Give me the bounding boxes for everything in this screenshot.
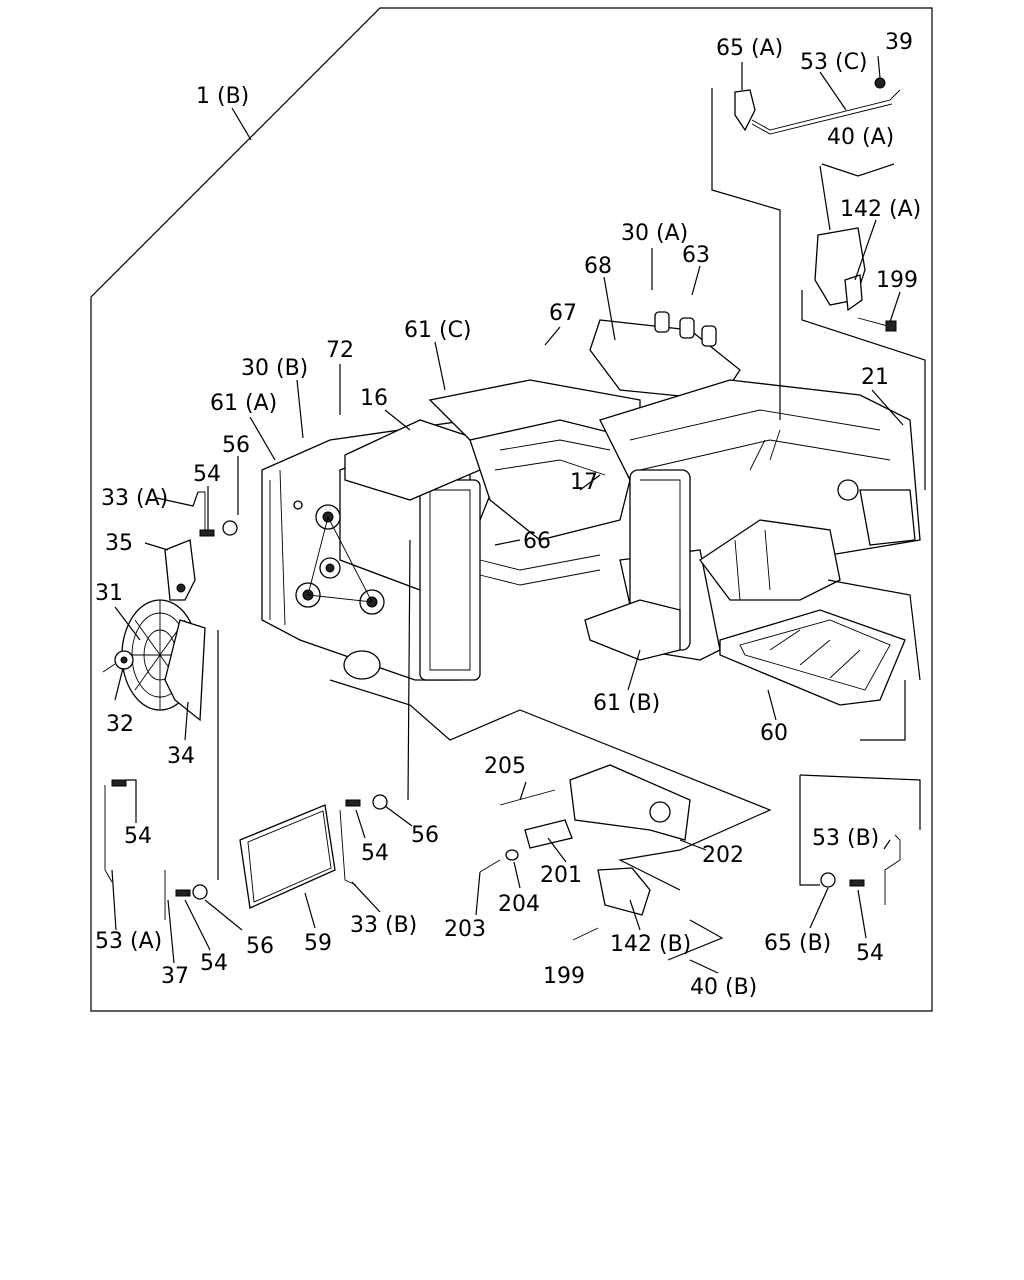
label-30b: 30 (B) xyxy=(241,356,308,381)
part-59-filter xyxy=(239,804,336,909)
label-54a: 54 xyxy=(193,462,221,487)
label-54e: 54 xyxy=(856,941,884,966)
label-31: 31 xyxy=(95,581,123,606)
label-68: 68 xyxy=(584,254,612,279)
label-66: 66 xyxy=(523,529,551,554)
label-142a: 142 (A) xyxy=(840,197,921,222)
leader-lines xyxy=(111,55,926,974)
label-54d: 54 xyxy=(200,951,228,976)
small-parts-left xyxy=(104,491,388,920)
label-53b: 53 (B) xyxy=(812,826,879,851)
label-16: 16 xyxy=(360,386,388,411)
label-199b: 199 xyxy=(543,964,585,989)
label-72: 72 xyxy=(326,338,354,363)
upper-right-parts xyxy=(734,77,901,332)
blower-fan-assembly xyxy=(102,539,206,722)
label-63: 63 xyxy=(682,243,710,268)
label-17: 17 xyxy=(570,470,598,495)
label-59: 59 xyxy=(304,931,332,956)
label-54c: 54 xyxy=(361,841,389,866)
label-1b: 1 (B) xyxy=(196,84,249,109)
label-56a: 56 xyxy=(222,433,250,458)
diagram-frame xyxy=(90,7,933,1012)
label-61b: 61 (B) xyxy=(593,691,660,716)
label-33b: 33 (B) xyxy=(350,913,417,938)
label-65a: 65 (A) xyxy=(716,36,783,61)
label-40a: 40 (A) xyxy=(827,125,894,150)
label-202: 202 xyxy=(702,843,744,868)
label-39: 39 xyxy=(885,30,913,55)
label-67: 67 xyxy=(549,301,577,326)
label-37: 37 xyxy=(161,964,189,989)
label-61c: 61 (C) xyxy=(404,318,472,343)
label-199a: 199 xyxy=(876,268,918,293)
label-21: 21 xyxy=(861,365,889,390)
lower-right-parts xyxy=(820,834,901,905)
label-40b: 40 (B) xyxy=(690,975,757,1000)
label-61a: 61 (A) xyxy=(210,391,277,416)
label-32: 32 xyxy=(106,712,134,737)
label-56b: 56 xyxy=(411,823,439,848)
heater-case xyxy=(261,311,921,681)
label-204: 204 xyxy=(498,892,540,917)
label-34: 34 xyxy=(167,744,195,769)
actuator-parts xyxy=(479,764,691,941)
part-labels: 1 (B) 65 (A) 53 (C) 39 40 (A) 142 (A) 19… xyxy=(95,30,921,1000)
label-30a: 30 (A) xyxy=(621,221,688,246)
label-203: 203 xyxy=(444,917,486,942)
part-60-filter xyxy=(719,609,906,706)
label-142b: 142 (B) xyxy=(610,932,691,957)
label-33a: 33 (A) xyxy=(101,486,168,511)
label-60: 60 xyxy=(760,721,788,746)
label-54b: 54 xyxy=(124,824,152,849)
label-53a: 53 (A) xyxy=(95,929,162,954)
label-201: 201 xyxy=(540,863,582,888)
label-65b: 65 (B) xyxy=(764,931,831,956)
label-35: 35 xyxy=(105,531,133,556)
label-56c: 56 xyxy=(246,934,274,959)
label-53c: 53 (C) xyxy=(800,50,868,75)
label-205: 205 xyxy=(484,754,526,779)
